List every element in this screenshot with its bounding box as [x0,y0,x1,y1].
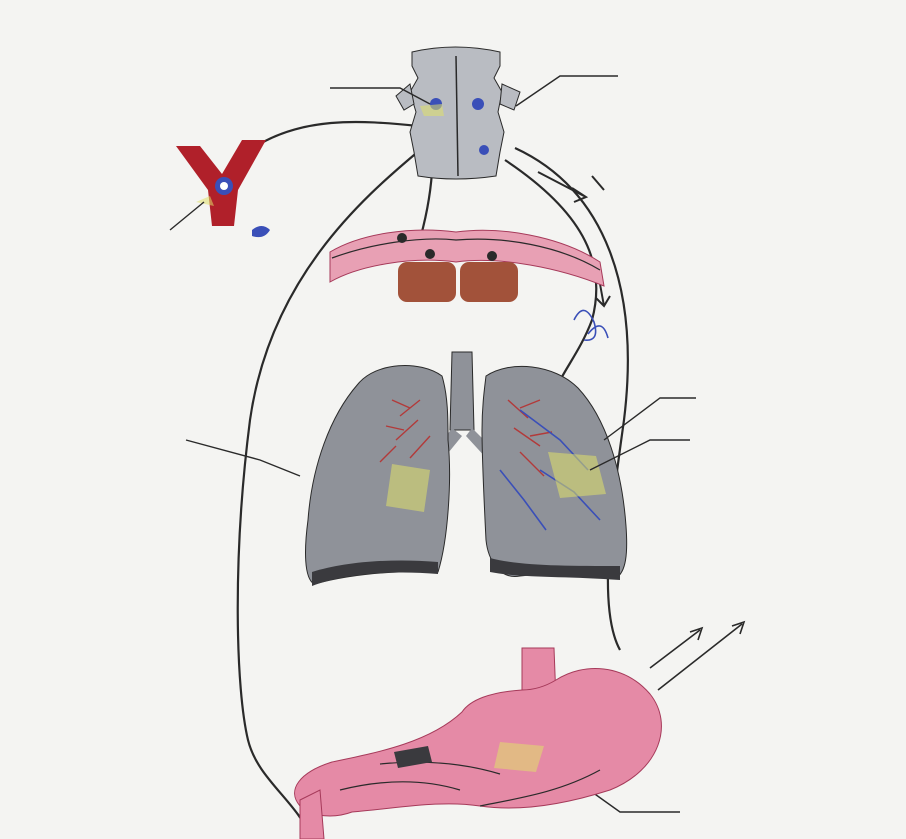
vertebra-left [398,262,456,302]
spinal-cord-icon [330,230,604,302]
stomach-icon [295,648,662,839]
carotid-sinus-core [220,182,228,190]
stomach-arrows [650,622,744,690]
stomach-receptors [494,742,544,772]
callout-top-right [516,76,618,106]
spinal-ganglion-right [487,251,497,261]
callout-left-lung [186,440,300,476]
arrow-down-right [596,284,610,306]
callout-right-lung-upper [604,398,696,440]
plexus-loop-2 [588,326,608,338]
brainstem-nucleus-right [472,98,484,110]
spinal-ganglion-mid [425,249,435,259]
brainstem-icon [396,47,520,179]
brainstem-nucleus-lower [479,145,489,155]
callout-carotid [170,202,204,230]
lungs-icon [306,352,627,586]
stomach-body [295,668,662,815]
left-lung-receptors [386,464,430,512]
brainstem-yellow-marker [420,104,444,116]
arrow-small [592,176,604,190]
nerve-brainstem-to-carotid [250,122,418,150]
trachea [450,352,474,430]
ganglion-small [252,226,270,237]
vertebra-right [460,262,518,302]
